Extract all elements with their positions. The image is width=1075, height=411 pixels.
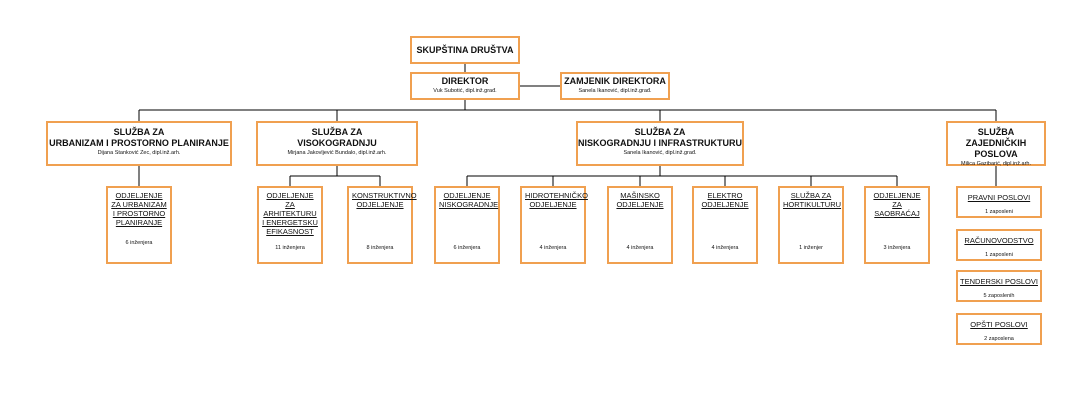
department-count: 6 inženjera [125,240,153,246]
department-name: SLUŽBA ZA HORTIKULTURU [783,191,842,209]
common-unit-name: RAČUNOVODSTVO [964,236,1034,245]
service-title-line1: SLUŽBA ZA [113,127,165,137]
common-unit-name: TENDERSKI POSLOVI [960,277,1038,286]
department-count: 4 inženjera [539,245,567,251]
assembly-box: SKUPŠTINA DRUŠTVA [410,36,520,64]
department-count: 11 inženjera [275,245,305,251]
service-head: Sanela Ikanović, dipl.inž.građ. [623,150,697,156]
department-box: SLUŽBA ZA HORTIKULTURU 1 inženjer [778,186,844,264]
common-unit-count: 5 zaposlenih [983,293,1015,299]
department-count: 4 inženjera [711,245,739,251]
department-name: ODJELJENJE ZA SAOBRAĆAJ [873,191,921,218]
deputy-director-box: ZAMJENIK DIREKTORA Sanela Ikanović, dipl… [560,72,670,100]
department-box: ODJELJENJE NISKOGRADNJE 6 inženjera [434,186,500,264]
director-title: DIREKTOR [441,76,489,86]
department-name: HIDROTEHNIČKO ODJELJENJE [525,191,588,209]
service-title-line2: URBANIZAM I PROSTORNO PLANIRANJE [49,138,229,148]
department-name: ELEKTRO ODJELJENJE [701,191,749,209]
service-head: Dijana Stanković Zec, dipl.inž.arh. [97,150,181,156]
department-name: ODJELJENJE ZA ARHITEKTURU I ENERGETSKU E… [262,191,318,236]
department-box: KONSTRUKTIVNO ODJELJENJE 8 inženjera [347,186,417,264]
department-name: ODJELJENJE NISKOGRADNJE [439,191,499,209]
service-head: Milica Gazibarić, dipl.inž.arh. [961,161,1031,167]
service-infrastructure-box: SLUŽBA ZA NISKOGRADNJU I INFRASTRUKTURU … [576,121,744,166]
department-count: 4 inženjera [626,245,654,251]
common-unit-box: PRAVNI POSLOVI 1 zaposleni [956,186,1042,218]
department-box: ELEKTRO ODJELJENJE 4 inženjera [692,186,758,264]
service-title-line2: NISKOGRADNJU I INFRASTRUKTURU [578,138,742,148]
director-box: DIREKTOR Vuk Subotić, dipl.inž.građ. [410,72,520,100]
assembly-title: SKUPŠTINA DRUŠTVA [416,45,514,55]
common-unit-box: TENDERSKI POSLOVI 5 zaposlenih [956,270,1042,302]
service-title-line1: SLUŽBA ZA [311,127,363,137]
service-urbanism-box: SLUŽBA ZA URBANIZAM I PROSTORNO PLANIRAN… [46,121,232,166]
common-unit-box: OPŠTI POSLOVI 2 zaposlena [956,313,1042,345]
department-count: 3 inženjera [883,245,911,251]
department-name: ODJELJENJE ZA URBANIZAM I PROSTORNO PLAN… [111,191,167,227]
department-box: ODJELJENJE ZA ARHITEKTURU I ENERGETSKU E… [257,186,323,264]
deputy-director-name: Sanela Ikanović, dipl.inž.građ. [578,88,652,94]
department-name: MAŠINSKO ODJELJENJE [616,191,664,209]
service-title-line1: SLUŽBA [977,127,1015,137]
department-box: HIDROTEHNIČKO ODJELJENJE 4 inženjera [520,186,588,264]
common-unit-box: RAČUNOVODSTVO 1 zaposleni [956,229,1042,261]
common-unit-count: 2 zaposlena [984,336,1014,342]
department-count: 8 inženjera [366,245,394,251]
service-building-box: SLUŽBA ZA VISOKOGRADNJU Mirjana Jakovlje… [256,121,418,166]
department-name: KONSTRUKTIVNO ODJELJENJE [352,191,417,209]
department-count: 1 inženjer [799,245,823,251]
service-title-line2: VISOKOGRADNJU [297,138,377,148]
service-title-line2: ZAJEDNIČKIH POSLOVA [965,138,1027,159]
department-box: MAŠINSKO ODJELJENJE 4 inženjera [607,186,673,264]
common-unit-name: OPŠTI POSLOVI [970,320,1028,329]
department-count: 6 inženjera [453,245,481,251]
service-title-line1: SLUŽBA ZA [634,127,686,137]
service-common-box: SLUŽBA ZAJEDNIČKIH POSLOVA Milica Gaziba… [946,121,1046,167]
director-name: Vuk Subotić, dipl.inž.građ. [433,88,497,94]
common-unit-count: 1 zaposleni [985,209,1013,215]
deputy-director-title: ZAMJENIK DIREKTORA [564,76,666,86]
common-unit-count: 1 zaposleni [985,252,1013,258]
department-box: ODJELJENJE ZA SAOBRAĆAJ 3 inženjera [864,186,930,264]
service-head: Mirjana Jakovljević Bundalo, dipl.inž.ar… [287,150,387,156]
department-box: ODJELJENJE ZA URBANIZAM I PROSTORNO PLAN… [106,186,172,264]
common-unit-name: PRAVNI POSLOVI [967,193,1031,202]
